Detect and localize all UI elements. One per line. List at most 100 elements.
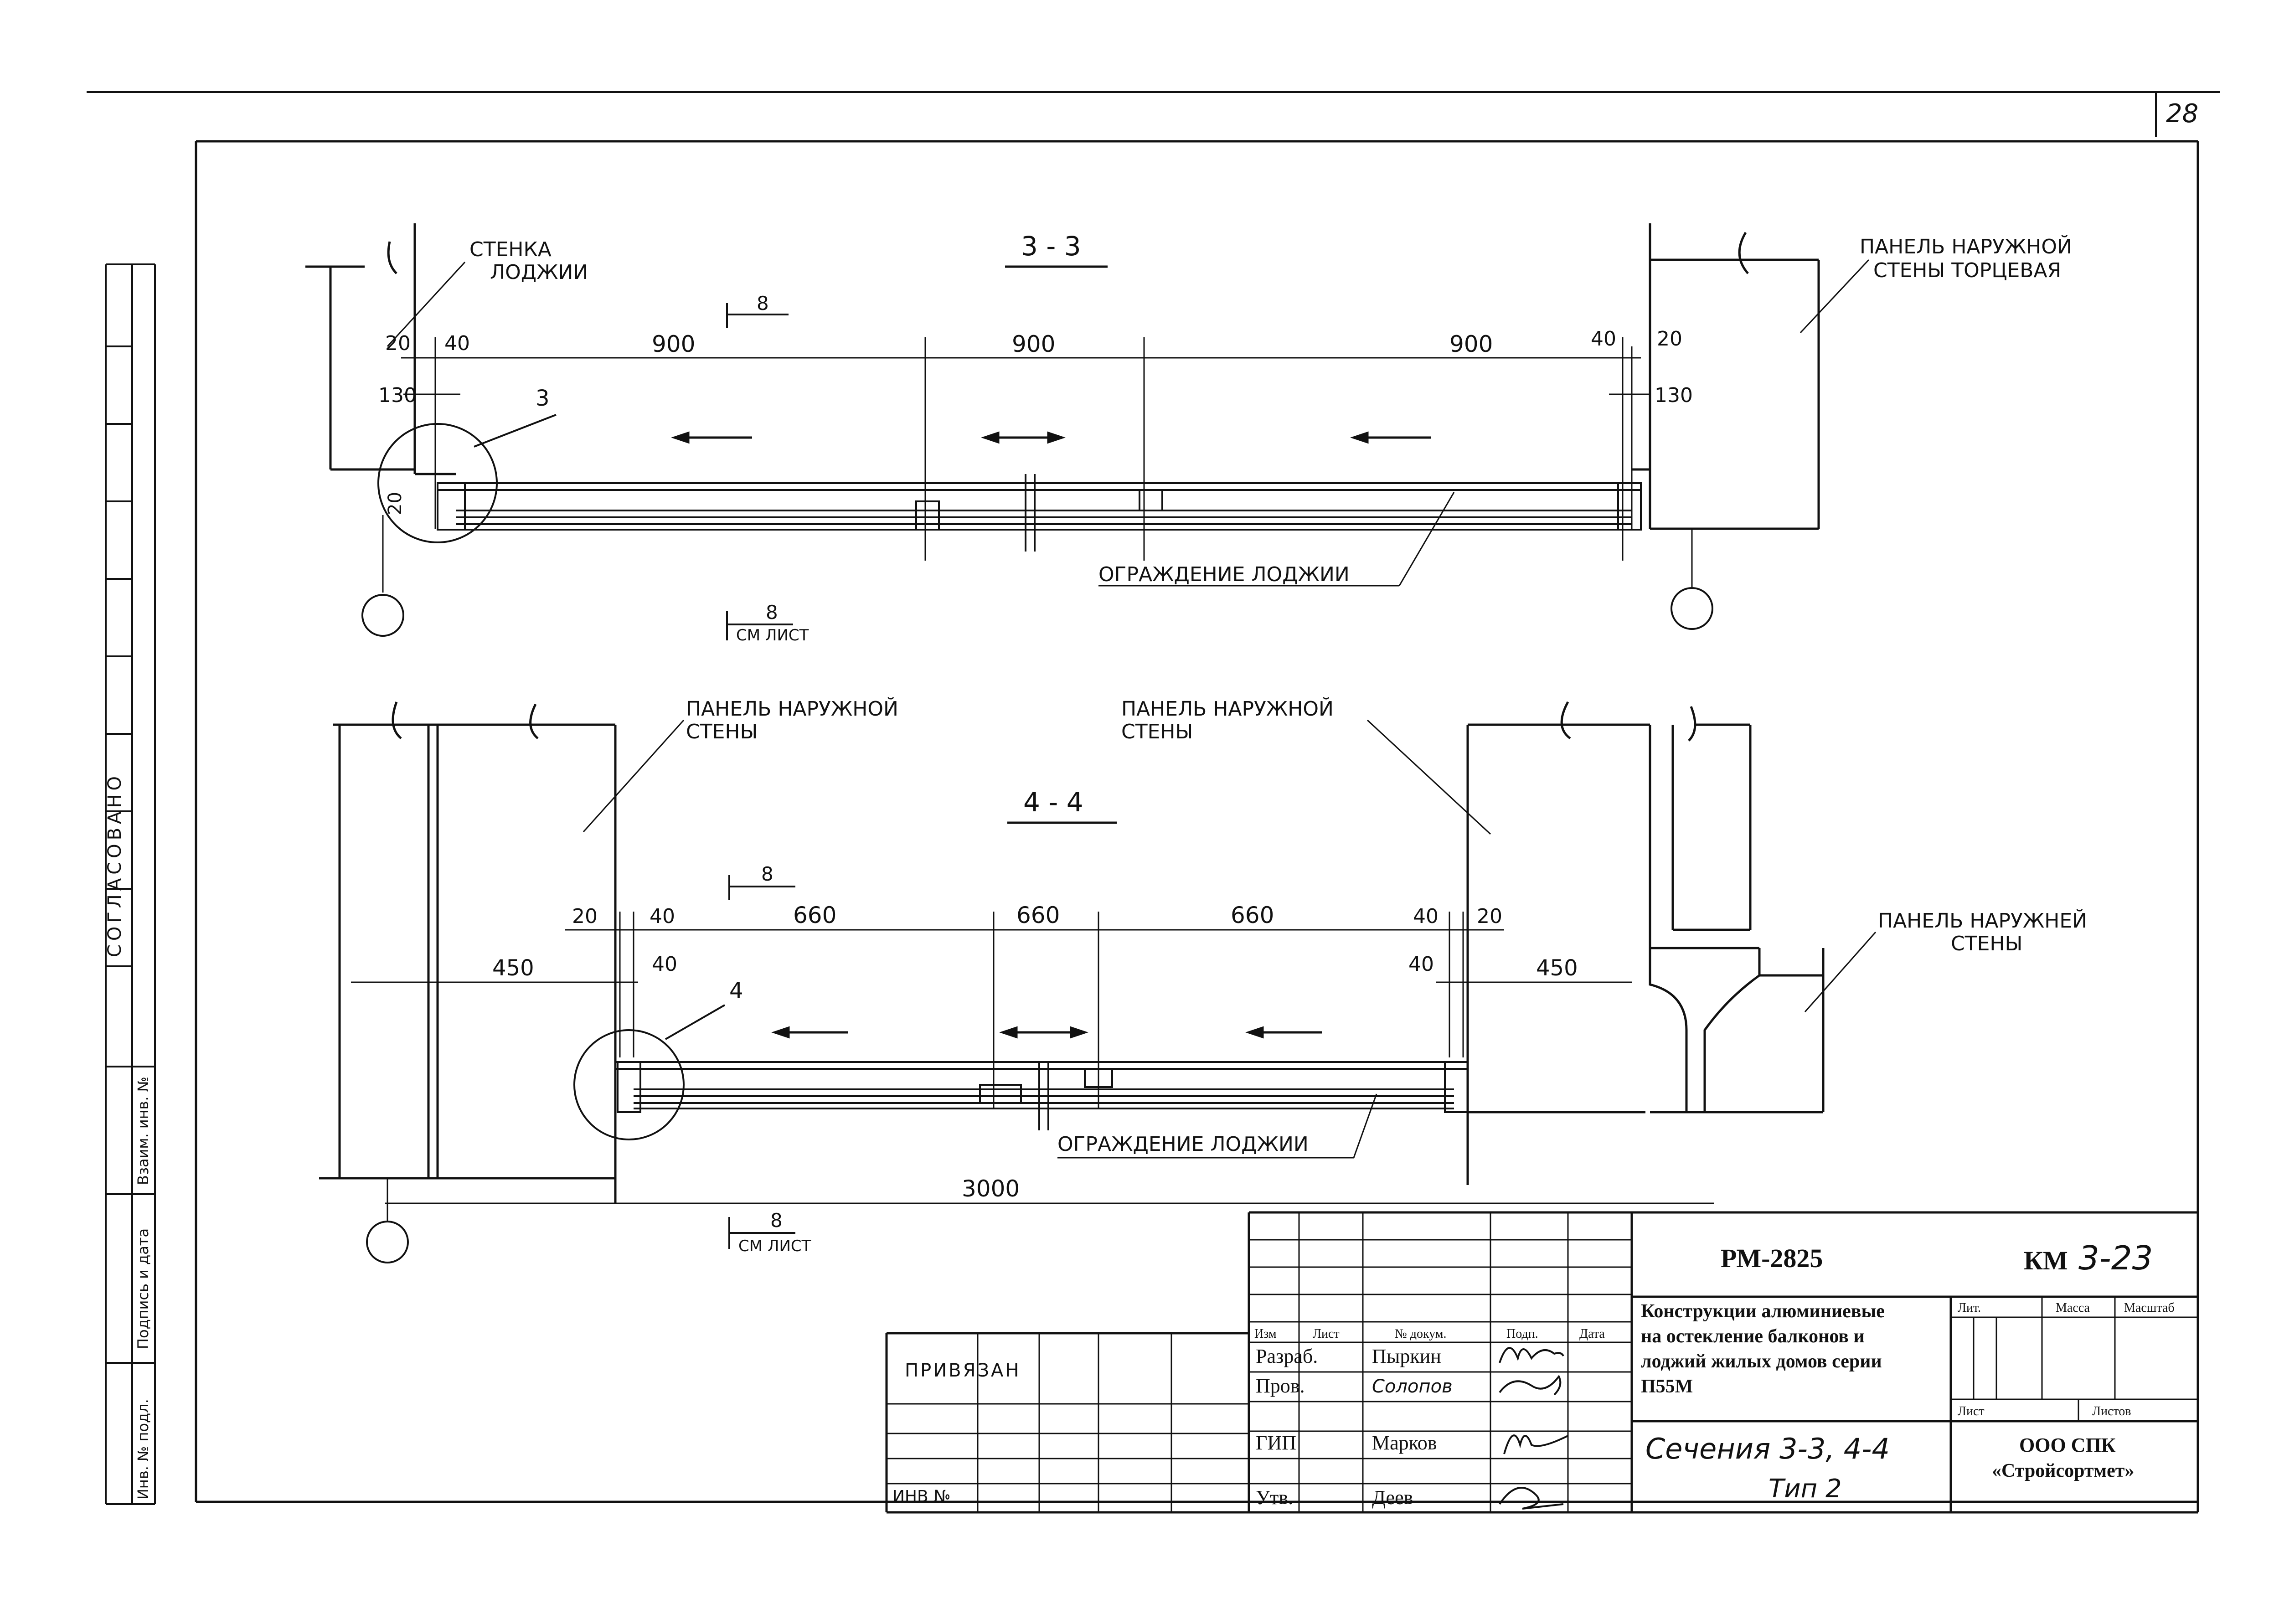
ref-44-top-sheet: 8	[761, 863, 773, 885]
dim-44-3000: 3000	[962, 1175, 1020, 1202]
tb-header-sign: Подп.	[1506, 1327, 1538, 1341]
section-ref-33-top	[726, 303, 789, 328]
sheet-number: 28	[2166, 99, 2198, 129]
dim-44-40-right: 40	[1413, 905, 1439, 928]
tb-mark-number: 3-23	[2078, 1239, 2153, 1277]
dim-33-900-b: 900	[1012, 331, 1055, 357]
slide-arrows-44	[771, 1026, 1322, 1039]
tb-sheet-title: Сечения 3-3, 4-4	[1645, 1432, 1890, 1465]
dim-44-20-left: 20	[572, 905, 598, 928]
ref-44-bottom-sheet: 8	[770, 1209, 783, 1232]
axis-bubble-44-left	[366, 1221, 409, 1263]
stamp-agreed: СОГЛАСОВАНО	[104, 773, 125, 957]
tb-scale: Масштаб	[2124, 1301, 2175, 1315]
loggia-glazing-44	[615, 1061, 1469, 1130]
tb-listov: Листов	[2092, 1404, 2131, 1418]
tb-header-doc: № докум.	[1395, 1327, 1447, 1341]
label-loggia-wall-l1: СТЕНКА	[469, 238, 552, 261]
tb-desc-2: на остекление балконов и	[1641, 1326, 1865, 1347]
label-end-panel-l2: СТЕНЫ ТОРЦЕВАЯ	[1873, 259, 2061, 282]
section-4-4: 4 - 4	[319, 696, 2087, 1263]
side-stamp	[105, 263, 156, 1505]
tb-mark: КМ	[2024, 1246, 2068, 1275]
title-block	[885, 1211, 2198, 1514]
tb-header-date: Дата	[1579, 1327, 1605, 1341]
detail-callout-3-circle	[377, 423, 498, 543]
dim-33-40-right: 40	[1591, 327, 1616, 351]
dim-lines-44	[351, 912, 1714, 1204]
stamp-signature-date: Подпись и дата	[134, 1228, 152, 1349]
tb-code: РМ-2825	[1721, 1243, 1823, 1273]
label-panel-c-l1: ПАНЕЛЬ НАРУЖНЕЙ	[1878, 908, 2087, 933]
tb-name-1: Пыркин	[1372, 1345, 1441, 1367]
section-ref-33-bottom	[726, 611, 793, 640]
axis-bubble-33-left	[361, 594, 404, 637]
section-ref-44-bottom	[728, 1217, 795, 1249]
section-44-title: 4 - 4	[1023, 787, 1083, 818]
tb-role-2: Пров.	[1256, 1375, 1305, 1397]
tb-massa: Масса	[2056, 1301, 2090, 1315]
dim-33-40-left: 40	[444, 332, 470, 355]
loggia-glazing-33	[437, 474, 1642, 552]
dim-33-900-a: 900	[652, 331, 695, 357]
dim-33-20-right: 20	[1657, 327, 1682, 351]
label-end-panel-l1: ПАНЕЛЬ НАРУЖНОЙ	[1860, 234, 2072, 258]
tb-desc-3: лоджий жилых домов серии	[1641, 1351, 1882, 1372]
ref-33-note: СМ ЛИСТ	[736, 626, 809, 644]
label-panel-c-l2: СТЕНЫ	[1951, 932, 2022, 955]
tb-name-4: Деев	[1372, 1486, 1413, 1509]
loggia-wall-left	[305, 223, 456, 475]
dim-33-130-right: 130	[1655, 384, 1693, 407]
dim-44-660-b: 660	[1016, 902, 1060, 928]
label-loggia-wall-l2: ЛОДЖИИ	[490, 261, 588, 284]
dim-33-900-c: 900	[1449, 331, 1493, 357]
label-fence-33: ОГРАЖДЕНИЕ ЛОДЖИИ	[1098, 563, 1350, 586]
tb-company-2: «Стройсортмет»	[1992, 1460, 2134, 1481]
detail-callout-3: 3	[536, 386, 550, 411]
tb-role-4: Утв.	[1256, 1486, 1293, 1509]
dim-33-130-left: 130	[378, 384, 417, 407]
tb-header-list: Лист	[1313, 1327, 1340, 1341]
dim-lines-33	[401, 337, 1650, 561]
dim-44-40-lower-left: 40	[652, 953, 677, 976]
label-panel-a-l1: ПАНЕЛЬ НАРУЖНОЙ	[686, 696, 898, 721]
detail-callout-4: 4	[729, 978, 743, 1004]
signatures	[1499, 1347, 1568, 1510]
tb-role-3: ГИП	[1256, 1432, 1296, 1454]
dim-44-20-right: 20	[1477, 905, 1502, 928]
ref-33-top-sheet: 8	[757, 292, 769, 314]
tb-company-1: ООО СПК	[2019, 1434, 2116, 1456]
label-panel-a-l2: СТЕНЫ	[686, 720, 758, 743]
tb-desc-4: П55М	[1641, 1376, 1693, 1397]
label-fence-44: ОГРАЖДЕНИЕ ЛОДЖИИ	[1057, 1133, 1309, 1156]
ref-33-bottom-sheet: 8	[766, 601, 778, 624]
stamp-inv-original: Инв. № подл.	[134, 1399, 152, 1500]
section-ref-44-top	[728, 875, 795, 900]
tb-sheet-type: Тип 2	[1769, 1474, 1842, 1504]
tb-header-izm: Изм	[1254, 1327, 1277, 1341]
tb-list: Лист	[1958, 1404, 1985, 1418]
sheet-frame	[87, 91, 2220, 1512]
axis-bubble-33-right	[1671, 587, 1713, 630]
stamp-exchange-inv: Взаим. инв. №	[134, 1077, 152, 1185]
detail-callout-4-circle	[573, 1029, 685, 1140]
tb-name-3: Марков	[1372, 1432, 1437, 1454]
tb-name-2: Солопов	[1372, 1376, 1453, 1397]
dim-33-20-vert: 20	[385, 492, 406, 515]
tb-role-1: Разраб.	[1256, 1345, 1318, 1367]
dim-44-40-lower-right: 40	[1408, 953, 1434, 976]
wall-panels-44	[319, 701, 1825, 1203]
tb-desc-1: Конструкции алюминиевые	[1641, 1301, 1885, 1322]
ref-44-note: СМ ЛИСТ	[738, 1237, 811, 1255]
section-3-3: 3 - 3	[305, 223, 2072, 644]
tb-lit: Лит.	[1958, 1301, 1981, 1315]
tb-inv-no: ИНВ №	[892, 1487, 951, 1506]
dim-44-450-left: 450	[492, 955, 534, 981]
label-panel-b-l1: ПАНЕЛЬ НАРУЖНОЙ	[1121, 696, 1334, 721]
label-panel-b-l2: СТЕНЫ	[1121, 720, 1193, 743]
tb-attached: ПРИВЯЗАН	[905, 1360, 1021, 1381]
dim-44-450-right: 450	[1536, 955, 1578, 981]
dim-44-660-a: 660	[793, 902, 836, 928]
section-33-title: 3 - 3	[1021, 231, 1081, 262]
